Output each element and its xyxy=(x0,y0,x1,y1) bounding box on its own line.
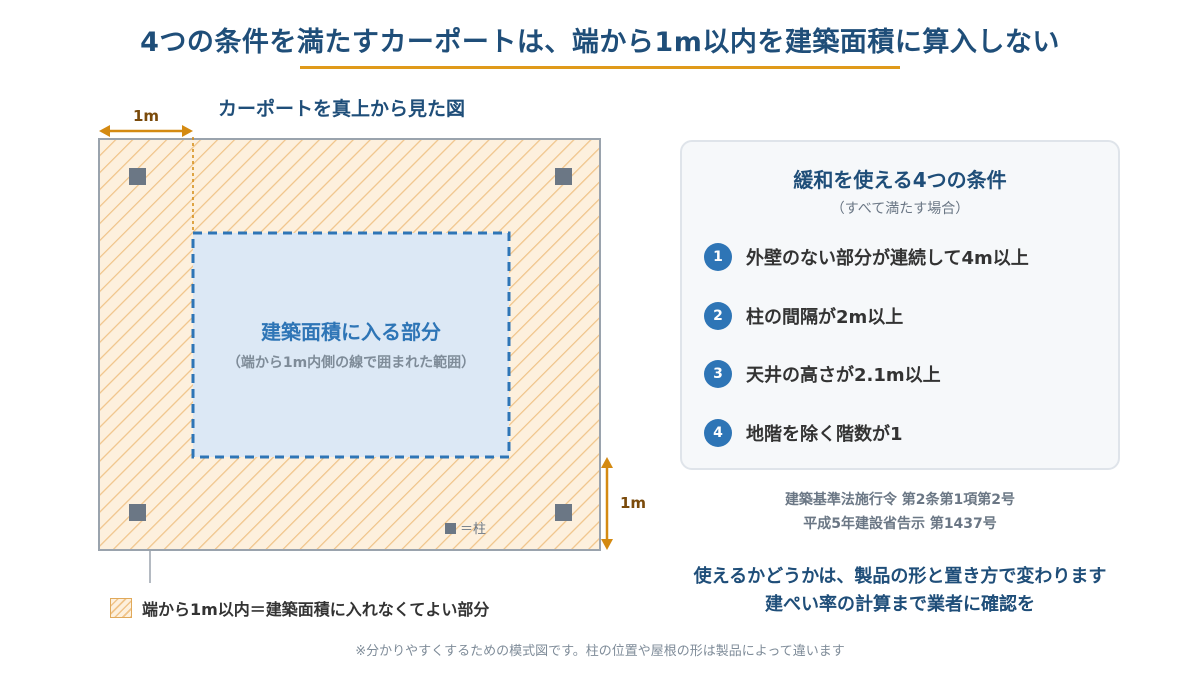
pillar-bottom-left xyxy=(129,504,146,521)
top-dimension-label: 1m xyxy=(133,107,160,125)
pillar-legend-text: ＝柱 xyxy=(460,522,487,537)
condition-number-badge: 4 xyxy=(704,419,732,447)
hatch-legend-text: 端から1m以内＝建築面積に入れなくてよい部分 xyxy=(142,600,490,619)
condition-item: 3 天井の高さが2.1m以上 xyxy=(704,360,941,388)
inner-area-subtitle: （端から1m内側の線で囲まれた範囲） xyxy=(226,355,476,371)
condition-number-badge: 2 xyxy=(704,302,732,330)
pillar-bottom-right xyxy=(555,504,572,521)
footnote: ※分かりやすくするための模式図です。柱の位置や屋根の形は製品によって違います xyxy=(355,644,845,659)
side-dimension-label: 1m xyxy=(620,494,647,512)
top-dimension-arrow xyxy=(99,125,194,233)
note-line-2: 建ぺい率の計算まで業者に確認を xyxy=(765,594,1035,615)
condition-number-badge: 3 xyxy=(704,360,732,388)
side-dimension-arrow xyxy=(601,457,613,550)
condition-item: 4 地階を除く階数が1 xyxy=(704,419,903,447)
hatch-legend: 端から1m以内＝建築面積に入れなくてよい部分 xyxy=(110,596,489,620)
pillar-legend: ＝柱 xyxy=(445,518,486,537)
inner-building-area xyxy=(191,231,511,459)
condition-text: 外壁のない部分が連続して4m以上 xyxy=(746,248,1029,269)
law-reference-1: 建築基準法施行令 第2条第1項第2号 xyxy=(784,492,1016,508)
hatch-swatch-icon xyxy=(110,598,132,618)
pillar-square-icon xyxy=(445,523,456,534)
law-reference-2: 平成5年建設省告示 第1437号 xyxy=(803,516,997,532)
note-line-1: 使えるかどうかは、製品の形と置き方で変わります xyxy=(693,566,1107,587)
conditions-panel: 緩和を使える4つの条件 （すべて満たす場合） 1 外壁のない部分が連続して4m以… xyxy=(680,140,1120,470)
condition-text: 柱の間隔が2m以上 xyxy=(746,307,904,328)
carport-top-view-diagram xyxy=(98,125,613,583)
title-underline xyxy=(300,66,900,69)
condition-number-badge: 1 xyxy=(704,243,732,271)
pillar-top-right xyxy=(555,168,572,185)
condition-item: 2 柱の間隔が2m以上 xyxy=(704,302,903,330)
inner-area-title: 建築面積に入る部分 xyxy=(261,320,441,344)
condition-text: 地階を除く階数が1 xyxy=(746,424,903,445)
condition-item: 1 外壁のない部分が連続して4m以上 xyxy=(704,243,1029,271)
condition-text: 天井の高さが2.1m以上 xyxy=(746,365,941,386)
page-title: 4つの条件を満たすカーポートは、端から1m以内を建築面積に算入しない xyxy=(140,27,1060,58)
conditions-panel-title: 緩和を使える4つの条件 xyxy=(793,168,1007,192)
conditions-panel-subtitle: （すべて満たす場合） xyxy=(830,201,970,217)
diagram-subtitle: カーポートを真上から見た図 xyxy=(218,98,466,120)
pillar-top-left xyxy=(129,168,146,185)
